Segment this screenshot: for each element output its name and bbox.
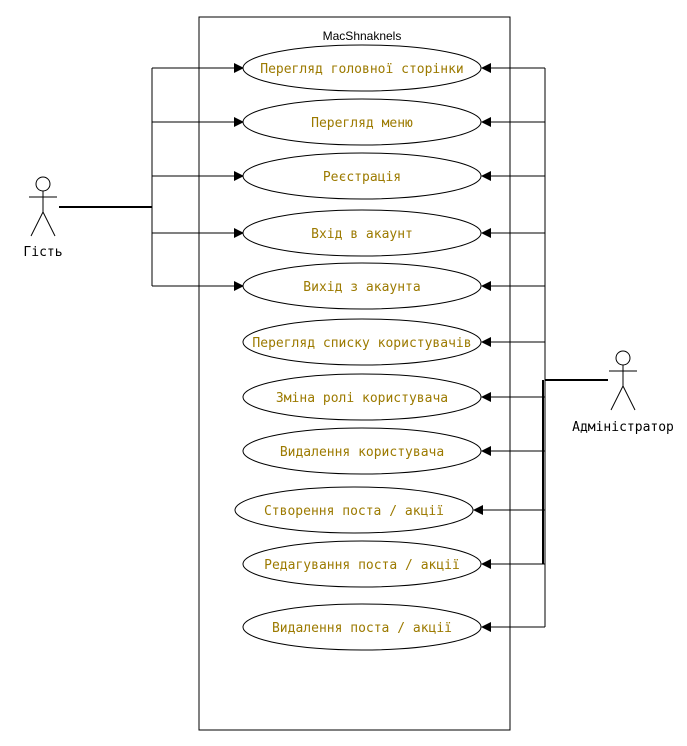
use-case: Редагування поста / акції [242,540,482,588]
use-case-ellipse [242,318,482,366]
use-case: Реєстрація [242,152,482,200]
use-case-label: Створення поста / акції [264,504,444,519]
use-case-ellipse [242,152,482,200]
use-case: Перегляд списку користувачів [242,318,482,366]
use-case: Видалення поста / акції [242,603,482,651]
use-case-ellipse [242,427,482,475]
use-case: Видалення користувача [242,427,482,475]
admin-connectors [473,63,608,632]
system-boundary [198,16,511,731]
use-case-label: Вихід з акаунта [303,280,420,295]
use-case-ellipse [234,486,474,534]
use-case-label: Перегляд списку користувачів [252,336,471,351]
use-case: Вихід з акаунта [242,262,482,310]
guest-actor: Гість [23,176,63,260]
guest-actor-right-leg [42,211,56,237]
use-case-ellipse [242,603,482,651]
use-case-label: Перегляд головної сторінки [260,62,464,77]
use-case-label: Видалення користувача [280,445,444,460]
admin-actor-right-leg [622,385,636,411]
system-title: MacShnaknels [323,29,402,43]
use-case: Зміна ролі користувача [242,373,482,421]
use-case: Перегляд головної сторінки [242,44,482,92]
use-case-label: Редагування поста / акції [264,558,460,573]
guest-actor-label: Гість [23,245,62,260]
use-case-ellipse [242,262,482,310]
use-cases: Перегляд головної сторінки Перегляд меню… [234,44,482,651]
use-case-ellipse [242,44,482,92]
use-case-label: Зміна ролі користувача [276,391,448,406]
use-case-label: Вхід в акаунт [311,227,413,242]
use-case: Перегляд меню [242,98,482,146]
guest-actor-left-leg [30,211,44,237]
use-case-label: Реєстрація [323,170,401,185]
use-case: Вхід в акаунт [242,209,482,257]
use-case-ellipse [242,98,482,146]
use-case-label: Перегляд меню [311,116,413,131]
use-case-label: Видалення поста / акції [272,621,452,636]
admin-actor-head [615,350,631,366]
admin-actor: Адміністратор [572,350,674,435]
use-case-ellipse [242,540,482,588]
use-case-ellipse [242,209,482,257]
guest-connectors [59,63,244,291]
admin-actor-left-leg [610,385,624,411]
use-case: Створення поста / акції [234,486,474,534]
admin-actor-label: Адміністратор [572,420,674,435]
guest-actor-head [35,176,51,192]
use-case-ellipse [242,373,482,421]
